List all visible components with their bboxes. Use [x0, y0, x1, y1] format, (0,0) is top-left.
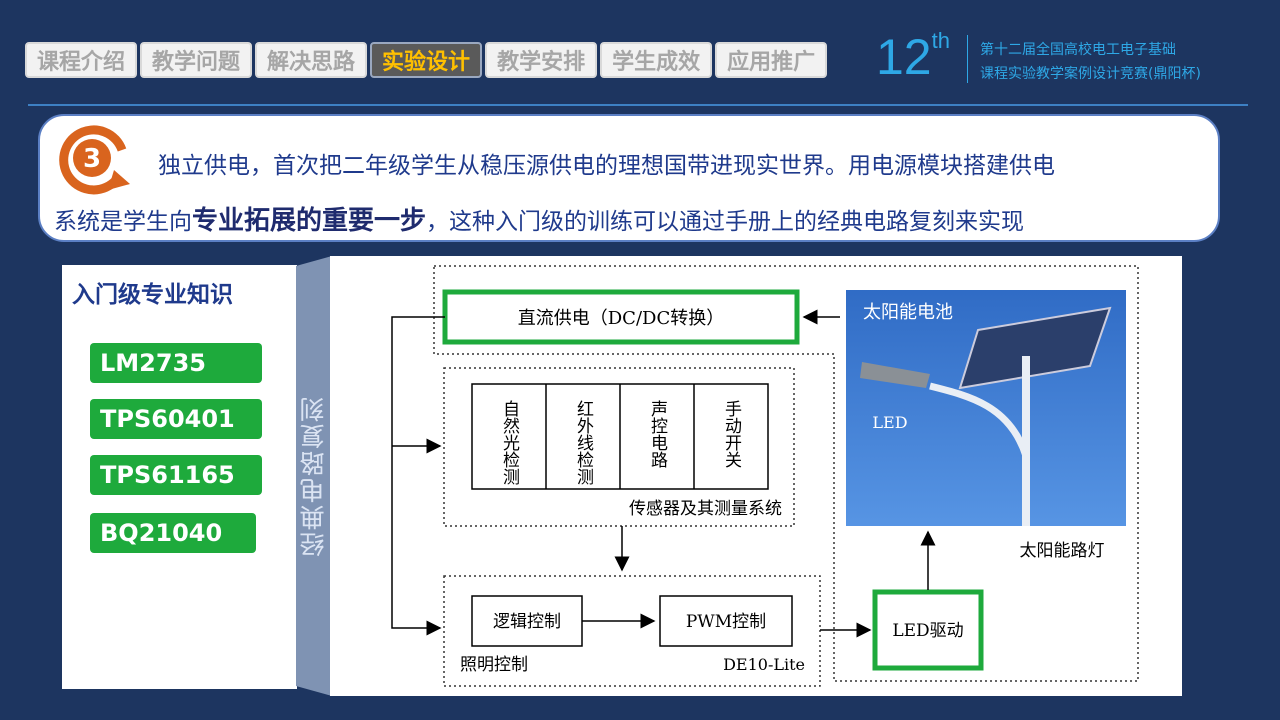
sensor-sound: 声控电路 [647, 400, 668, 468]
intro-line-2-post: ，这种入门级的训练可以通过手册上的经典电路复刻来实现 [426, 209, 1025, 235]
pwm-box [659, 595, 793, 647]
chip-lm2735: LM2735 [90, 343, 262, 383]
dc-power-label: 直流供电（DC/DC转换） [518, 308, 724, 329]
logic-label: 逻辑控制 [493, 612, 561, 632]
header-rule [28, 104, 1248, 106]
sensor-manual-switch: 手动开关 [721, 400, 742, 468]
competition-line-1: 第十二届全国高校电工电子基础 [980, 42, 1176, 58]
circular-arrow-icon: 3 [59, 125, 130, 195]
lighting-group [443, 575, 821, 687]
side-band [296, 256, 332, 696]
knowledge-panel: 入门级专业知识 LM2735 TPS60401 TPS61165 BQ21040 [62, 265, 297, 689]
edition-number: 12th [876, 28, 950, 85]
led-lamp-graphic [860, 362, 930, 388]
sensor-group [443, 367, 795, 527]
tab-teaching-problems[interactable]: 教学问题 [140, 42, 253, 78]
board-label: DE10-Lite [723, 655, 805, 674]
solar-panel-graphic [958, 306, 1112, 390]
intro-box: 3 独立供电，首次把二年级学生从稳压源供电的理想国带进现实世界。用电源模块搭建供… [38, 114, 1220, 242]
header-divider [967, 35, 968, 83]
dc-power-box [442, 289, 800, 345]
nav-tabs: 课程介绍 教学问题 解决思路 实验设计 教学安排 学生成效 应用推广 [25, 42, 828, 78]
intro-emphasis: 专业拓展的重要一步 [192, 206, 427, 236]
tab-experiment-design[interactable]: 实验设计 [370, 42, 483, 78]
sensor-system-label: 传感器及其测量系统 [629, 499, 782, 519]
step-number: 3 [83, 144, 101, 174]
led-label: LED [872, 413, 907, 432]
chip-bq21040: BQ21040 [90, 513, 256, 553]
led-driver-label: LED驱动 [892, 621, 963, 641]
sensor-infrared: 红外线检测 [573, 400, 594, 486]
tab-application[interactable]: 应用推广 [715, 42, 828, 78]
intro-line-2: 系统是学生向专业拓展的重要一步，这种入门级的训练可以通过手册上的经典电路复刻来实… [54, 200, 1024, 237]
street-lamp-label: 太阳能路灯 [1020, 541, 1105, 561]
tab-teaching-schedule[interactable]: 教学安排 [485, 42, 598, 78]
tab-student-outcomes[interactable]: 学生成效 [600, 42, 713, 78]
tab-course-intro[interactable]: 课程介绍 [25, 42, 138, 78]
lighting-label: 照明控制 [460, 655, 528, 675]
chip-tps61165: TPS61165 [90, 455, 262, 495]
band-label: 经典电路复刻 [299, 395, 328, 557]
tab-solution-ideas[interactable]: 解决思路 [255, 42, 368, 78]
block-diagram: 直流供电（DC/DC转换） 自然光检测 红外线检测 声控电路 手动开关 传感器及… [330, 256, 1182, 696]
competition-line-2: 课程实验教学案例设计竞赛(鼎阳杯) [980, 66, 1201, 82]
solar-panel-label: 太阳能电池 [863, 302, 953, 323]
sensor-natural-light: 自然光检测 [499, 400, 520, 486]
system-boundary [433, 265, 1139, 682]
led-driver-box [872, 589, 984, 671]
intro-line-2-pre: 系统是学生向 [54, 209, 192, 235]
intro-line-1: 独立供电，首次把二年级学生从稳压源供电的理想国带进现实世界。用电源模块搭建供电 [158, 153, 1055, 179]
pwm-label: PWM控制 [686, 612, 766, 632]
competition-title: 第十二届全国高校电工电子基础 课程实验教学案例设计竞赛(鼎阳杯) [980, 38, 1201, 86]
knowledge-title: 入门级专业知识 [72, 282, 233, 308]
chip-tps60401: TPS60401 [90, 399, 262, 439]
